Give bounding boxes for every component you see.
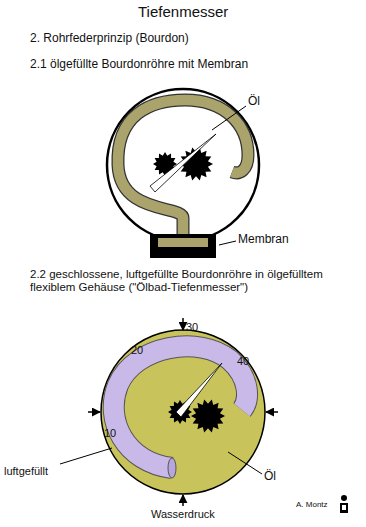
title: Tiefenmesser [138, 3, 228, 20]
author-icon [340, 495, 348, 513]
scale-number: 20 [131, 344, 143, 357]
leader-line [60, 448, 112, 464]
pressure-arrow [182, 495, 184, 506]
gauge-housing [107, 89, 259, 241]
part-label: luftgefüllt [4, 465, 48, 478]
tube-end [168, 458, 176, 478]
part-label: Öl [264, 470, 276, 484]
membrane [158, 238, 208, 247]
part-label: Membran [238, 233, 289, 247]
pressure-arrow [266, 411, 278, 413]
section-heading: 2.1 ölgefüllte Bourdonröhre mit Membran [30, 58, 248, 72]
caption-label: Wasserdruck [151, 508, 215, 521]
pointer-needle [150, 134, 216, 192]
section-heading: 2.2 geschlossene, luftgefüllte Bourdonrö… [30, 268, 360, 294]
part-label: Öl [248, 95, 260, 109]
scale-number: 30 [186, 321, 198, 334]
pressure-arrow [182, 318, 184, 330]
pressure-arrow [88, 411, 100, 413]
leader-line [228, 452, 262, 474]
section-heading: 2. Rohrfederprinzip (Bourdon) [30, 32, 189, 46]
flexible-oil-housing [101, 330, 265, 494]
gear-wheel [191, 399, 225, 432]
scale-number: 10 [104, 427, 116, 440]
leader-line [219, 241, 236, 245]
scale-number: 40 [237, 355, 249, 368]
air-filled-bourdon-tube [114, 346, 247, 468]
air-tube-outline [114, 346, 247, 468]
leader-line [212, 106, 246, 130]
bourdon-tube-outline [118, 100, 248, 236]
membrane-frame [150, 234, 216, 258]
pointer-needle [176, 363, 222, 417]
bourdon-tube [118, 100, 248, 236]
author-credit: A. Montz [296, 500, 328, 509]
